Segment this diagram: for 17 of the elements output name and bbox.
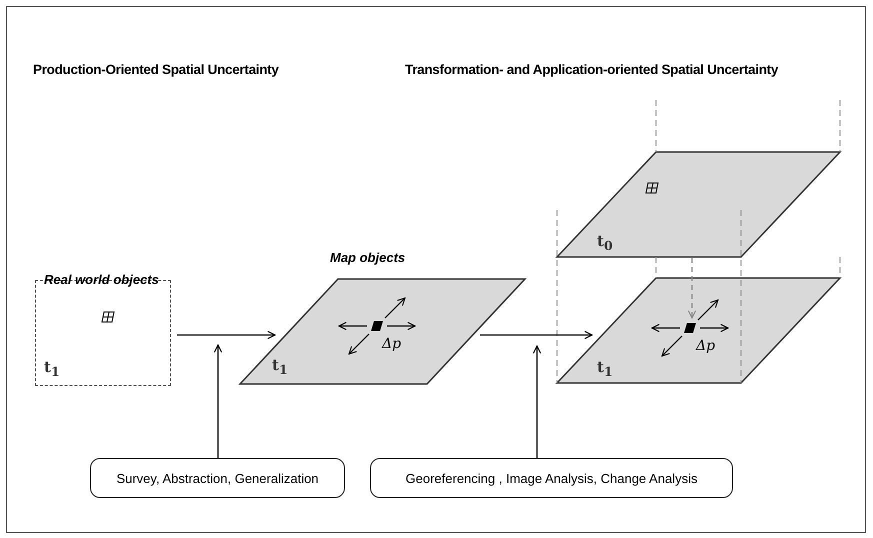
node-title: Map objects — [330, 250, 406, 265]
time-label: t$_{1}$ — [597, 358, 613, 379]
arrow — [480, 330, 593, 340]
process-box: Georeferencing , Image Analysis, Change Analysis — [370, 458, 733, 498]
process-box: Survey, Abstraction, Generalization — [90, 458, 345, 498]
node-title: Real world objects — [44, 272, 159, 287]
arrow — [177, 330, 276, 340]
arrow — [214, 344, 222, 458]
section-heading: Transformation- and Application-oriented Spatial Uncertainty — [405, 62, 778, 77]
time-label: t$_{1}$ — [272, 356, 288, 377]
offset-label: Δp — [382, 336, 402, 352]
offset-label: Δp — [696, 338, 716, 354]
arrow — [688, 258, 696, 319]
time-label: t$_{0}$ — [597, 232, 613, 253]
section-heading: Production-Oriented Spatial Uncertainty — [33, 62, 279, 77]
time-label: t$_{1}$ — [44, 358, 60, 379]
arrow — [532, 345, 542, 458]
